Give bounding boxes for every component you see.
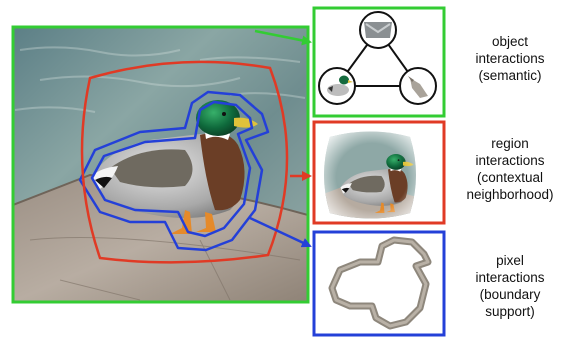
region-label-line-4: neighborhood) bbox=[452, 186, 568, 203]
region-label-line-3: (contextual bbox=[452, 169, 568, 186]
object-label-line-3: (semantic) bbox=[452, 67, 568, 84]
duck-region-crop-icon bbox=[318, 126, 426, 228]
pixel-label-line-4: support) bbox=[452, 303, 568, 320]
pixel-label-line-2: interactions bbox=[452, 269, 568, 286]
pixel-label-line-3: (boundary bbox=[452, 286, 568, 303]
object-interactions-panel bbox=[314, 8, 444, 116]
region-label-line-2: interactions bbox=[452, 152, 568, 169]
pixel-interactions-panel bbox=[314, 232, 444, 335]
object-interactions-label: object interactions (semantic) bbox=[452, 33, 568, 84]
main-duck-photo bbox=[13, 27, 308, 302]
region-interactions-panel bbox=[314, 122, 444, 228]
pixel-label-line-1: pixel bbox=[452, 252, 568, 269]
object-label-line-2: interactions bbox=[452, 50, 568, 67]
region-interactions-label: region interactions (contextual neighbor… bbox=[452, 135, 568, 203]
region-label-line-1: region bbox=[452, 135, 568, 152]
pixel-interactions-label: pixel interactions (boundary support) bbox=[452, 252, 568, 320]
object-label-line-1: object bbox=[452, 33, 568, 50]
